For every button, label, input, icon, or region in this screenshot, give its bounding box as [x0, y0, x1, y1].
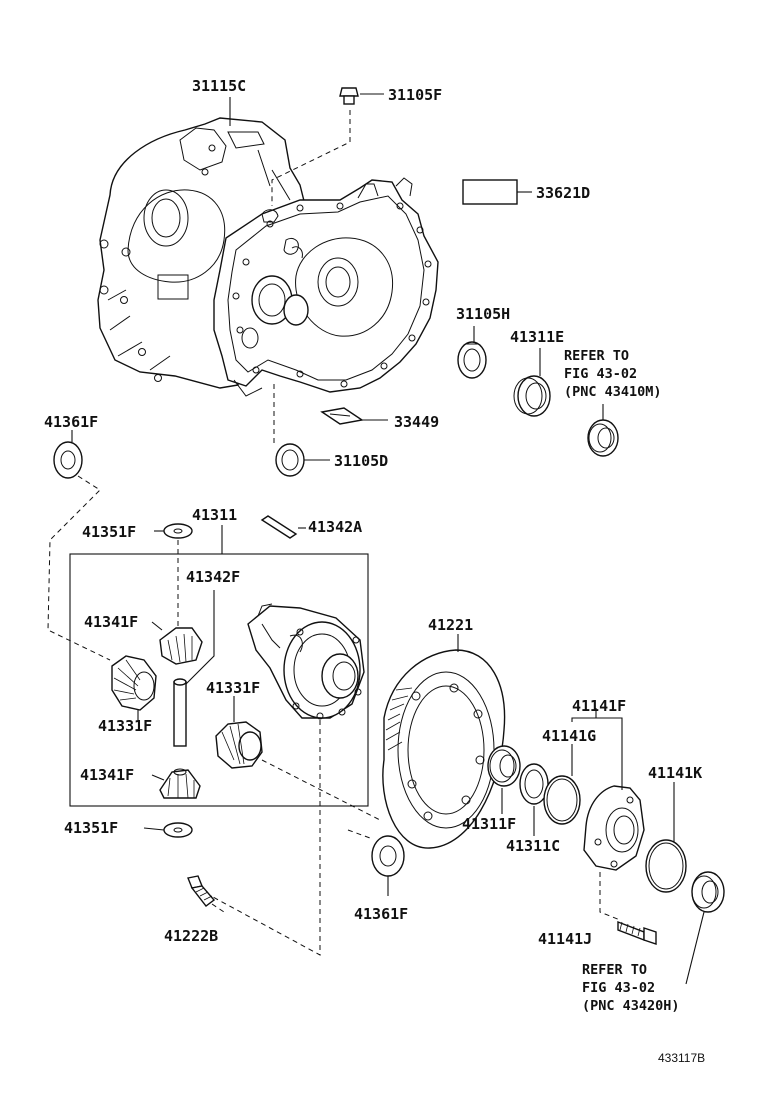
differential-assembly-box	[69, 525, 369, 807]
figure-id: 433117B	[658, 1051, 705, 1065]
label-41331F-right: 41331F	[206, 679, 260, 697]
seal-31105D[interactable]	[275, 443, 330, 477]
label-41311C: 41311C	[506, 837, 560, 855]
transaxle-housing[interactable]	[97, 117, 439, 397]
label-41342A: 41342A	[308, 518, 362, 536]
label-41361F-top: 41361F	[44, 413, 98, 431]
label-41141K: 41141K	[648, 764, 702, 782]
bearing-41311E[interactable]	[513, 348, 551, 417]
ring-gear-41221[interactable]	[382, 634, 506, 849]
race-41311C[interactable]	[519, 763, 549, 836]
shim-41361F-top[interactable]	[53, 430, 83, 479]
seal-ref-43420H[interactable]	[685, 871, 725, 985]
label-41341F-bottom: 41341F	[80, 766, 134, 784]
pinion-41341F-bottom[interactable]	[151, 768, 201, 799]
refer-note-1-line2: FIG 43-02	[564, 366, 637, 382]
side-gear-41331F-right[interactable]	[215, 696, 263, 769]
label-41311: 41311	[192, 506, 237, 524]
label-41311F: 41311F	[462, 815, 516, 833]
label-31115C: 31115C	[192, 77, 246, 95]
shaft-41342F[interactable]	[173, 590, 215, 747]
label-41351F-top: 41351F	[82, 523, 136, 541]
label-41141G: 41141G	[542, 727, 596, 745]
bearing-41311F[interactable]	[487, 745, 521, 814]
retainer-41141F[interactable]	[571, 708, 645, 871]
plate-33621D[interactable]	[462, 179, 532, 205]
refer-note-2-line1: REFER TO	[582, 962, 647, 978]
pin-41342A[interactable]	[260, 515, 306, 539]
clip-33449[interactable]	[320, 407, 388, 425]
shim-41361F-bottom[interactable]	[371, 835, 405, 896]
side-gear-41331F-left[interactable]	[111, 655, 157, 720]
pinion-41341F-top[interactable]	[151, 621, 203, 665]
label-33621D: 33621D	[536, 184, 590, 202]
label-31105D: 31105D	[334, 452, 388, 470]
bolt-31105F[interactable]	[339, 87, 384, 105]
refer-note-2-line2: FIG 43-02	[582, 980, 655, 996]
label-31105H: 31105H	[456, 305, 510, 323]
label-41141J: 41141J	[538, 930, 592, 948]
washer-41351F-bottom[interactable]	[143, 822, 193, 838]
label-41341F-top: 41341F	[84, 613, 138, 631]
label-33449: 33449	[394, 413, 439, 431]
differential-case[interactable]	[247, 603, 365, 720]
refer-note-1-line3: (PNC 43410M)	[564, 384, 662, 400]
refer-note-2-line3: (PNC 43420H)	[582, 998, 680, 1014]
oring-41141K[interactable]	[645, 782, 687, 893]
refer-note-1-line1: REFER TO	[564, 348, 629, 364]
bearing-ref-43410M[interactable]	[587, 404, 619, 457]
label-41342F: 41342F	[186, 568, 240, 586]
label-41222B: 41222B	[164, 927, 218, 945]
label-41351F-bottom: 41351F	[64, 819, 118, 837]
label-31105F: 31105F	[388, 86, 442, 104]
oring-41141G[interactable]	[543, 744, 581, 825]
bolt-41222B[interactable]	[187, 875, 216, 907]
label-41221: 41221	[428, 616, 473, 634]
label-41141F: 41141F	[572, 697, 626, 715]
label-41361F-bottom: 41361F	[354, 905, 408, 923]
washer-41351F-top[interactable]	[154, 523, 193, 539]
label-41311E: 41311E	[510, 328, 564, 346]
bolt-41141J[interactable]	[617, 920, 657, 945]
label-41331F-left: 41331F	[98, 717, 152, 735]
seal-31105H[interactable]	[457, 341, 487, 379]
